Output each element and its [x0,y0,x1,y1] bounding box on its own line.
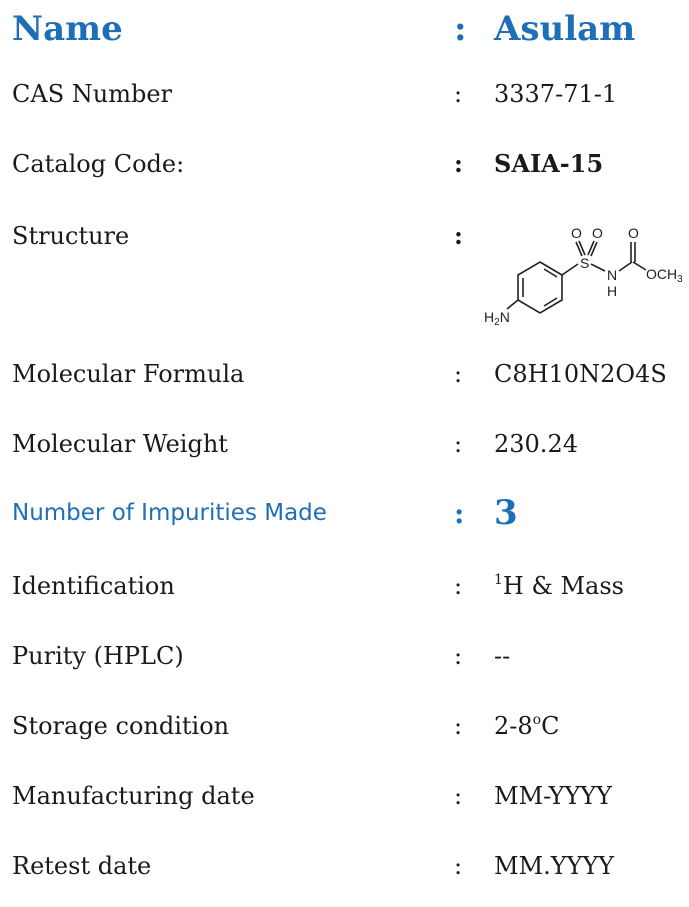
name-colon: : [454,9,467,49]
storage-degree-sup: o [532,712,542,728]
formula-label: Molecular Formula [12,360,245,388]
atom-och3: OCH3 [646,266,683,285]
ring-double-bond-2 [543,297,558,307]
cas-value: 3337-71-1 [494,80,618,108]
impurities-value: 3 [494,493,518,533]
storage-label: Storage condition [12,712,230,740]
weight-colon: : [454,430,463,458]
structure-colon: : [454,221,463,250]
ring-double-bond-1 [543,268,558,278]
atom-h: H [607,283,617,299]
catalog-value: SAIA-15 [494,149,604,178]
sulfur-nitrogen-bond [590,263,606,272]
atom-h2n: H2N [484,309,510,328]
weight-label: Molecular Weight [12,430,228,458]
ring-sulfur-bond [561,263,579,276]
storage-colon: : [454,712,463,740]
storage-value: 2-8oC [494,712,560,740]
carbon-ester-oxygen-bond [632,261,647,271]
identification-label: Identification [12,572,175,600]
identification-value: 1H & Mass [494,572,624,600]
retest-colon: : [454,852,463,880]
retest-value: MM.YYYY [494,852,615,880]
cas-colon: : [454,80,463,108]
chemical-structure-diagram: O O O S N H OCH3 H2N [484,225,683,328]
purity-value: -- [494,642,511,670]
manufacturing-label: Manufacturing date [12,782,255,810]
name-value: Asulam [494,9,636,49]
atom-o2: O [592,225,603,241]
purity-label: Purity (HPLC) [12,642,184,670]
impurities-label: Number of Impurities Made [12,500,327,526]
nitrogen-carbon-bond [618,261,633,272]
structure-bonds [506,240,647,314]
manufacturing-colon: : [454,782,463,810]
atom-n: N [607,267,617,283]
atom-s: S [580,255,589,271]
formula-value: C8H10N2O4S [494,360,667,388]
sulfur-oxygen-bond-2b [590,241,598,257]
catalog-label: Catalog Code: [12,150,185,178]
identification-sup: 1 [494,572,503,588]
formula-colon: : [454,360,463,388]
impurities-colon: : [454,497,465,530]
identification-colon: : [454,572,463,600]
catalog-colon: : [454,149,463,178]
sulfur-oxygen-bond-2a [587,240,595,256]
manufacturing-value: MM-YYYY [494,782,612,810]
cas-label: CAS Number [12,80,173,108]
atom-o3: O [628,225,639,241]
sulfur-oxygen-bond-1b [578,240,586,256]
atom-o1: O [571,225,582,241]
benzene-ring [517,261,563,314]
name-label: Name [12,9,123,49]
structure-atom-labels: O O O S N H OCH3 H2N [484,225,683,328]
retest-label: Retest date [12,852,152,880]
weight-value: 230.24 [494,430,578,458]
purity-colon: : [454,642,463,670]
ring-amine-bond [506,299,519,310]
sulfur-oxygen-bond-1a [575,241,583,257]
structure-label: Structure [12,222,130,250]
